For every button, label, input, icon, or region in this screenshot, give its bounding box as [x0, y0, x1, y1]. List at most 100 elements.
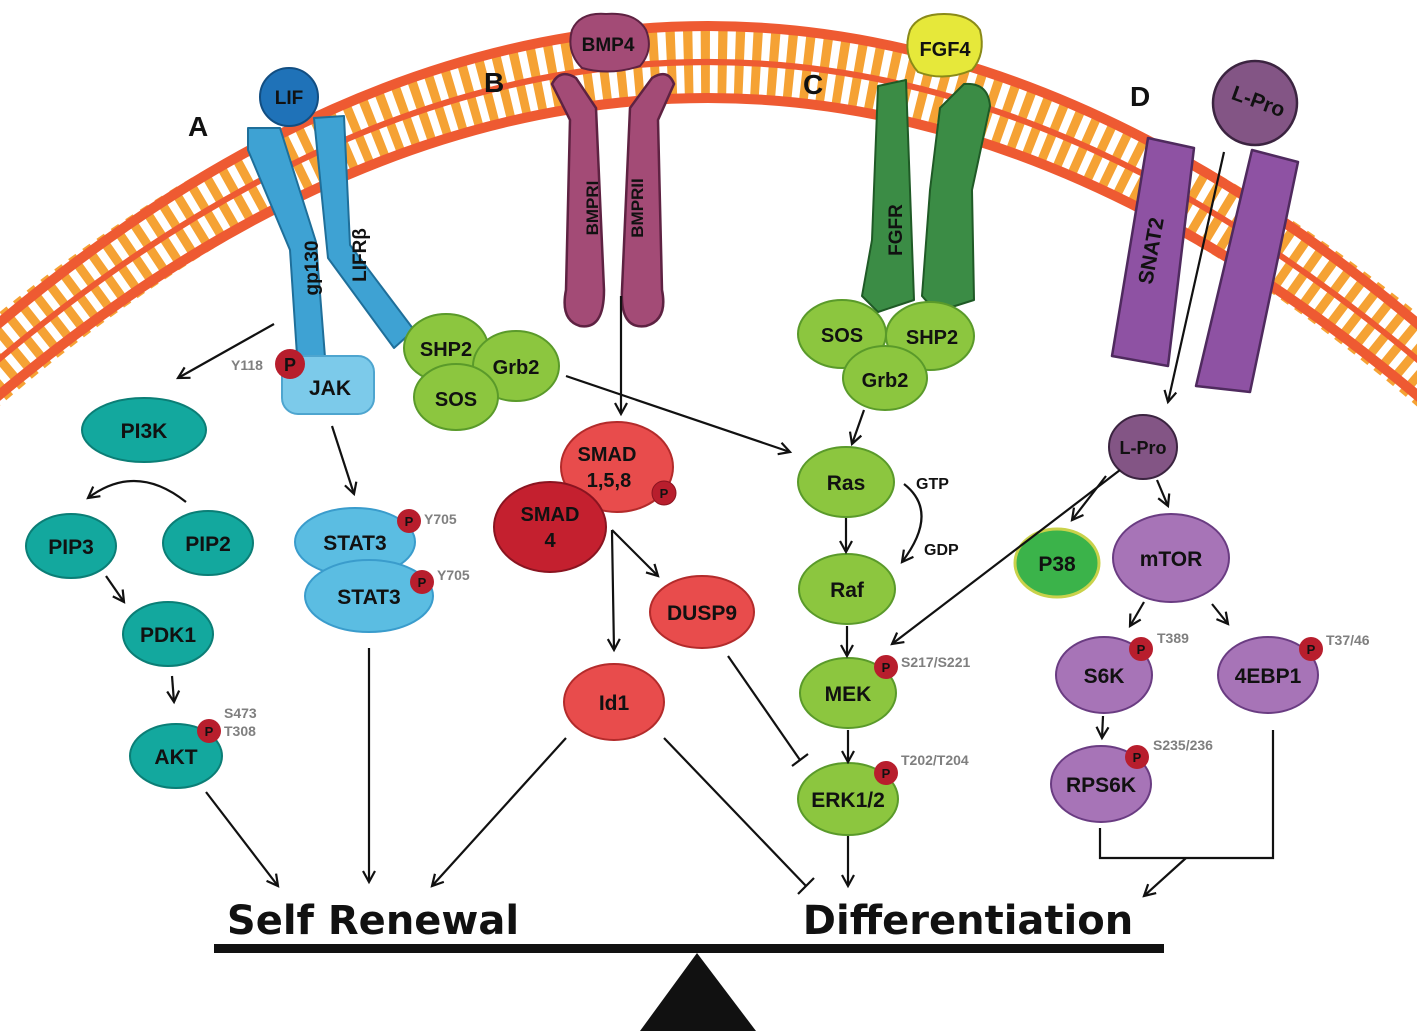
mtor-label: mTOR	[1140, 548, 1203, 571]
pip2-label: PIP2	[185, 533, 231, 556]
phospho-s6k	[1129, 637, 1153, 661]
self-renewal-label: Self Renewal	[227, 898, 519, 944]
phospho-smad158-label: P	[660, 486, 669, 501]
smad4-label-1: SMAD	[521, 504, 580, 526]
phospho-erk	[874, 761, 898, 785]
phospho-ebp1-label: P	[1307, 642, 1316, 657]
pdk1-label: PDK1	[140, 624, 196, 647]
membrane-mid-line	[0, 59, 1417, 364]
erk-label: ERK1/2	[811, 789, 885, 812]
bmp-receptor-complex: BMPRI BMPRII BMP4	[550, 12, 676, 328]
gdp-label: GDP	[924, 542, 959, 559]
phospho-jak-label: P	[284, 355, 296, 375]
p38-label: P38	[1038, 553, 1076, 576]
lpro-intracellular-label: L-Pro	[1120, 438, 1167, 458]
bmpr2-receptor	[620, 72, 676, 328]
balance-fulcrum	[640, 953, 756, 1031]
jak-label: JAK	[309, 377, 351, 400]
stat3-node-bottom	[304, 559, 434, 633]
akt-label: AKT	[154, 746, 197, 769]
membrane-outer-line	[0, 21, 1417, 330]
balance-beam	[214, 944, 1164, 953]
smad4-node	[493, 481, 607, 573]
ras-node	[797, 446, 895, 518]
pip2-node	[162, 510, 254, 576]
pi3k-label: PI3K	[121, 420, 168, 443]
pi3k-node	[81, 397, 207, 463]
fgfr-receptor-left	[861, 79, 915, 313]
rps6k-node	[1050, 745, 1152, 823]
site-ebp1: T37/46	[1326, 632, 1370, 648]
pathway-arrows	[86, 151, 1275, 898]
shp2-label-a: SHP2	[420, 339, 472, 361]
lif-label: LIF	[275, 88, 304, 109]
bmpr2-label: BMPRII	[628, 178, 647, 238]
s6k-node	[1055, 636, 1153, 714]
ebp1-label: 4EBP1	[1235, 665, 1302, 688]
snat2-right	[1194, 148, 1300, 394]
phospho-stat3-bottom-label: P	[418, 575, 427, 590]
smad158-node	[560, 421, 674, 513]
fgf4-label: FGF4	[919, 39, 971, 61]
phospho-stat3-top	[397, 509, 421, 533]
site-akt-s473: S473	[224, 705, 257, 721]
bmp4-ligand	[569, 12, 650, 73]
pip3-label: PIP3	[48, 536, 94, 559]
panel-label-b: B	[484, 67, 504, 98]
smad4-label-2: 4	[544, 530, 556, 552]
gtp-label: GTP	[916, 476, 949, 493]
bmpr1-receptor	[550, 72, 606, 328]
raf-label: Raf	[830, 579, 865, 602]
bmp4-label: BMP4	[582, 35, 635, 56]
lpro-intracellular	[1108, 414, 1178, 480]
phospho-ebp1	[1299, 637, 1323, 661]
lif-ligand	[259, 67, 319, 127]
smad158-label-2: 1,5,8	[587, 470, 631, 492]
membrane-inner-line	[0, 93, 1417, 402]
akt-node	[129, 723, 223, 789]
rps6k-label: RPS6K	[1066, 774, 1136, 797]
jak-node	[281, 355, 375, 415]
fgf4-ligand	[906, 12, 983, 78]
s6k-label: S6K	[1084, 665, 1125, 688]
fgfr-label: FGFR	[886, 204, 907, 256]
phospho-s6k-label: P	[1137, 642, 1146, 657]
sos-label-c: SOS	[821, 325, 863, 347]
shp2-label-c: SHP2	[906, 327, 958, 349]
phospho-rps6k	[1125, 745, 1149, 769]
pip3-node	[25, 513, 117, 579]
phospho-akt-label: P	[205, 724, 214, 739]
site-rps6k: S235/236	[1153, 737, 1213, 753]
cell-membrane	[0, 21, 1417, 407]
dusp9-node	[649, 575, 755, 649]
id1-node	[563, 663, 665, 741]
grb2-label-c: Grb2	[862, 370, 909, 392]
site-stat3-top: Y705	[424, 511, 457, 527]
mtor-node	[1112, 513, 1230, 603]
bmpr1-label: BMPRI	[583, 181, 602, 236]
mek-label: MEK	[825, 683, 872, 706]
stat3-label-top: STAT3	[323, 532, 386, 555]
stat3-label-bottom: STAT3	[337, 586, 400, 609]
gp130-label: gp130	[302, 241, 323, 296]
phospho-akt	[197, 719, 221, 743]
phospho-smad158	[651, 480, 677, 506]
grb2-node-c	[842, 345, 928, 411]
panel-label-d: D	[1130, 81, 1150, 112]
panel-label-c: C	[803, 69, 823, 100]
phospho-stat3-bottom	[410, 570, 434, 594]
sos-node-a	[413, 363, 499, 431]
phospho-erk-label: P	[882, 766, 891, 781]
site-jak: Y118	[231, 357, 263, 373]
pdk1-node	[122, 601, 214, 667]
phospho-mek-label: P	[882, 660, 891, 675]
site-erk: T202/T204	[901, 752, 969, 768]
dusp9-label: DUSP9	[667, 602, 737, 625]
p38-node	[1013, 527, 1101, 599]
panel-label-a: A	[188, 111, 208, 142]
sos-label-a: SOS	[435, 389, 477, 411]
differentiation-label: Differentiation	[803, 898, 1133, 944]
id1-label: Id1	[599, 692, 630, 715]
smad158-label-1: SMAD	[578, 444, 637, 466]
